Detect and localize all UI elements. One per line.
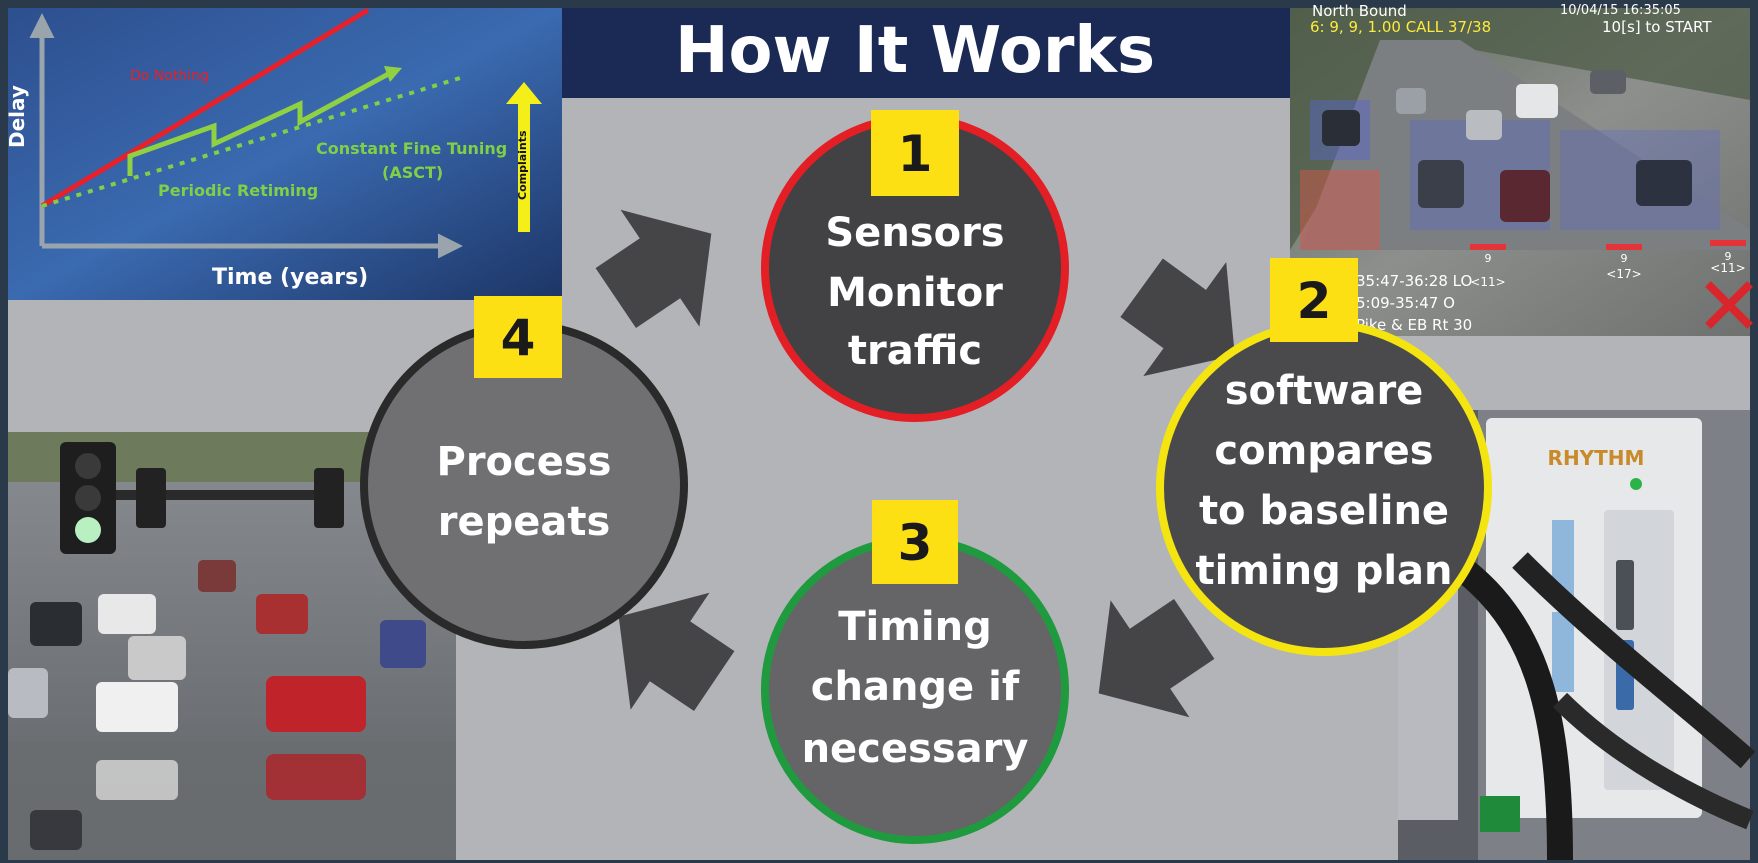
camera-location: Pike & EB Rt 30 — [1356, 316, 1472, 334]
do-nothing-line — [40, 7, 370, 209]
step-1-number: 1 — [898, 125, 933, 183]
step-3-text-line: change if — [811, 664, 1020, 710]
page-title: How It Works — [675, 14, 1155, 88]
arrow-2-to-3 — [1098, 598, 1215, 718]
fine-tuning-label-2: (ASCT) — [382, 163, 443, 182]
y-axis-label: Delay — [5, 85, 29, 148]
car — [1418, 160, 1464, 208]
car — [128, 636, 186, 680]
step-3-number: 3 — [898, 514, 933, 572]
car — [8, 668, 48, 718]
car — [198, 560, 236, 592]
camera-log-2: 5:09-35:47 O — [1356, 294, 1455, 312]
traffic-camera-image: North Bound 10/04/15 16:35:05 6: 9, 9, 1… — [1290, 2, 1753, 336]
step-2-text-line: software — [1225, 368, 1424, 414]
step-4-badge — [474, 296, 562, 378]
cable — [1512, 552, 1756, 769]
camera-direction: North Bound — [1312, 2, 1407, 20]
x-axis-label: Time (years) — [212, 265, 368, 290]
step-1-text-line: traffic — [848, 328, 982, 374]
car — [1396, 88, 1426, 114]
step-2-text-line: timing plan — [1195, 548, 1452, 594]
arrow-3-to-4 — [618, 592, 735, 712]
step-3-text-line: necessary — [802, 726, 1029, 772]
arrow-1-to-2 — [1120, 258, 1235, 377]
status-led — [1630, 478, 1642, 490]
step-3-text-line: Timing — [838, 604, 992, 650]
fine-tuning-label-1: Constant Fine Tuning — [316, 139, 507, 158]
green-light — [75, 517, 101, 543]
step-4-text-line: repeats — [438, 499, 611, 545]
step-3-badge — [872, 500, 958, 584]
step-4-node: 4 Process repeats — [360, 296, 688, 649]
car — [1466, 110, 1502, 140]
camera-call-status: 6: 9, 9, 1.00 CALL 37/38 — [1310, 18, 1491, 36]
car — [96, 682, 178, 732]
camera-start-timer: 10[s] to START — [1602, 18, 1712, 36]
camera-log-1: 35:47-36:28 LO — [1356, 272, 1472, 290]
step-2-number: 2 — [1297, 272, 1332, 330]
arrow-4-to-1 — [595, 209, 712, 329]
camera-date: 10/04/15 16:35:05 — [1560, 3, 1681, 18]
close-icon — [1705, 281, 1753, 329]
step-2-node: 2 software compares to baseline timing p… — [1156, 258, 1492, 656]
car — [256, 594, 308, 634]
car — [1516, 84, 1558, 118]
car — [1590, 70, 1626, 94]
zone-sublabel: <11> — [1710, 261, 1745, 275]
zone-label: 9 — [1485, 252, 1492, 265]
step-1-node: 1 Sensors Monitor traffic — [761, 110, 1069, 422]
title-bar: How It Works — [562, 8, 1290, 98]
step-2-badge — [1270, 258, 1358, 342]
camera-zone-labels: 9 <11> 9 <17> 9 <11> — [1470, 240, 1746, 289]
controller-brand: RHYTHM — [1548, 446, 1645, 470]
car — [380, 620, 426, 668]
car — [30, 602, 82, 646]
zone-sublabel: <11> — [1470, 275, 1505, 289]
step-4-text-line: Process — [437, 439, 612, 485]
complaints-arrow — [506, 82, 542, 232]
cable — [1442, 549, 1573, 861]
fine-tuning-line — [41, 76, 461, 208]
serial-port — [1616, 560, 1634, 630]
periodic-retiming-label: Periodic Retiming — [158, 181, 318, 200]
zone-label: 9 — [1621, 252, 1628, 265]
step-3-node: 3 Timing change if necessary — [761, 500, 1069, 844]
complaints-label: Complaints — [516, 130, 529, 200]
periodic-arrowhead — [384, 66, 402, 82]
cycle-arrows — [595, 209, 1235, 718]
car — [266, 676, 366, 732]
delay-chart-image: Delay Time (years) Do Nothing Periodic R… — [5, 7, 562, 300]
zone-sublabel: <17> — [1606, 267, 1641, 281]
zone-label: 9 — [1725, 250, 1732, 263]
terminal-block — [1480, 796, 1520, 832]
cable — [1552, 692, 1754, 830]
do-nothing-label: Do Nothing — [130, 68, 209, 84]
car — [1500, 170, 1550, 222]
car — [98, 594, 156, 634]
step-2-text-line: compares — [1214, 428, 1433, 474]
step-2-text-line: to baseline — [1199, 488, 1449, 534]
step-1-text-line: Monitor — [827, 270, 1003, 316]
car — [1636, 160, 1692, 206]
step-4-number: 4 — [501, 309, 536, 367]
step-1-badge — [871, 110, 959, 196]
car — [1322, 110, 1360, 146]
periodic-retiming-line — [127, 69, 394, 176]
step-1-text-line: Sensors — [825, 210, 1004, 256]
detection-zone — [1300, 170, 1380, 250]
